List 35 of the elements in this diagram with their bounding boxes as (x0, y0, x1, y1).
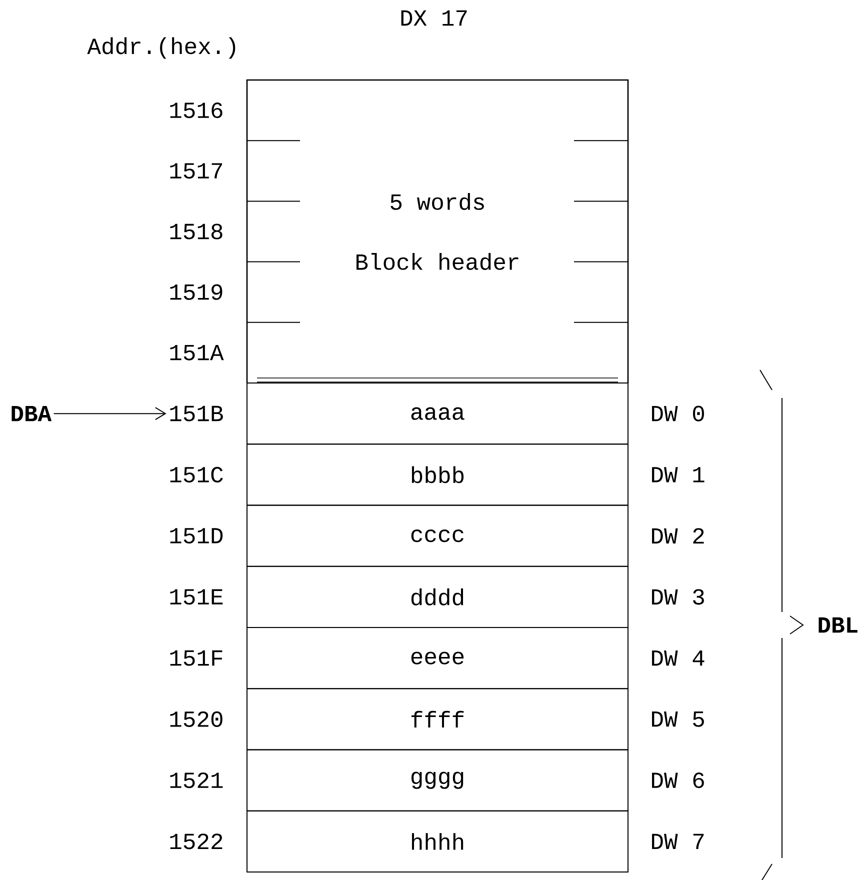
word-number: DW 6 (652, 772, 704, 788)
word-number: DW 4 (652, 650, 704, 666)
address-text: 1517 (170, 163, 222, 179)
title: DX 17 (401, 10, 467, 26)
address-text: 151B (170, 406, 223, 422)
memory-word-box: hhhh (246, 810, 628, 872)
word-number: DW 2 (652, 528, 704, 544)
memory-word-box: cccc (246, 504, 628, 567)
header-box: 5 words Block header (246, 79, 629, 383)
memory-word-box: eeee (246, 627, 628, 690)
word-number: DW 1 (652, 467, 704, 482)
word-number: DW 7 (652, 834, 704, 849)
address-text: 1521 (170, 772, 223, 788)
axis-heading: Addr.(hex.) (87, 37, 236, 59)
address-text: 1522 (170, 834, 222, 850)
bracket-label: DBL (818, 617, 858, 633)
word-number: DW 5 (652, 712, 704, 727)
word-number: DW 3 (652, 589, 704, 605)
arrow (53, 407, 166, 420)
pointer-label: DBA (12, 406, 52, 422)
memory-word-box: aaaa (246, 382, 628, 445)
word-number: DW 0 (652, 406, 704, 422)
memory-word-box: gggg (246, 749, 628, 812)
address-text: 1516 (170, 102, 222, 118)
address-text: 151C (170, 466, 223, 482)
address-text: 151D (170, 528, 223, 544)
memory-word-box: bbbb (246, 444, 628, 506)
memory-word-box: dddd (246, 566, 628, 628)
address-text: 1519 (170, 284, 222, 300)
address-text: 151E (170, 589, 223, 605)
address-text: 1518 (170, 224, 222, 240)
address-text: 151A (170, 345, 224, 360)
address-text: 151F (170, 650, 222, 666)
memory-word-box: ffff (246, 688, 628, 750)
address-text: 1520 (170, 711, 222, 727)
